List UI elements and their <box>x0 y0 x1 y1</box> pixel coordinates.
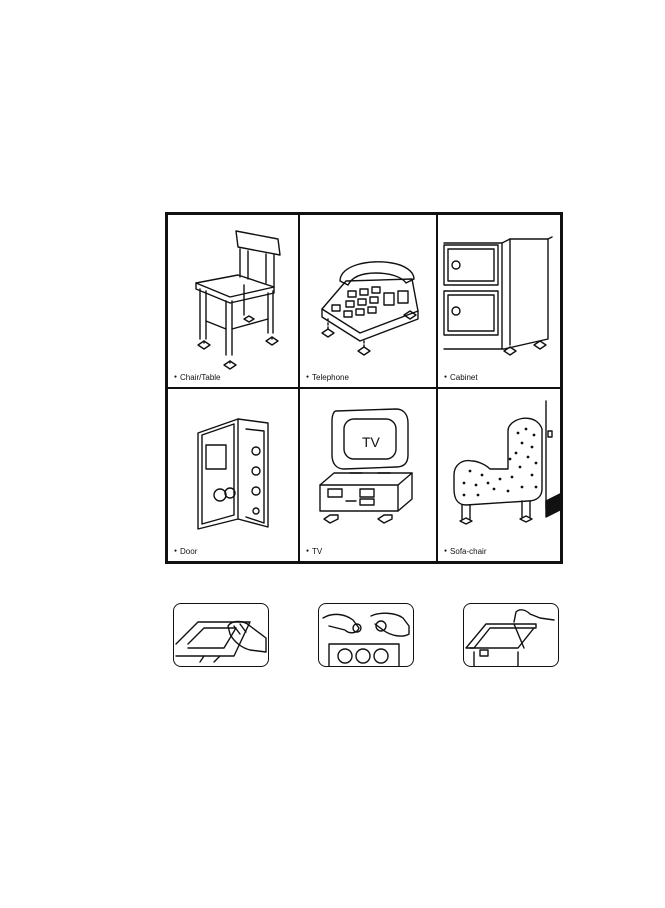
peel-pads-icon <box>322 612 410 666</box>
step-attach-pad <box>463 603 559 667</box>
label-cabinet: Cabinet <box>444 372 478 383</box>
wipe-surface-icon <box>175 620 267 663</box>
sofa-chair-icon <box>453 400 562 525</box>
usage-grid: Chair/Table <box>165 212 563 564</box>
tv-icon: TV <box>319 408 413 524</box>
step-peel-pads <box>318 603 414 667</box>
telephone-icon <box>321 261 419 356</box>
cell-tv: TV TV <box>299 388 437 562</box>
step-wipe-surface <box>173 603 269 667</box>
label-telephone: Telephone <box>306 372 349 383</box>
label-chair-table: Chair/Table <box>174 372 220 383</box>
cell-door: Door <box>167 388 299 562</box>
cell-chair-table: Chair/Table <box>167 214 299 388</box>
cell-sofa-chair: Sofa-chair <box>437 388 562 562</box>
label-door: Door <box>174 546 197 557</box>
cell-cabinet: Cabinet <box>437 214 561 388</box>
label-tv: TV <box>306 546 322 557</box>
cell-telephone: Telephone <box>299 214 437 388</box>
cabinet-icon <box>443 236 553 356</box>
tv-screen-text: TV <box>362 434 381 450</box>
attach-pad-icon <box>465 609 555 666</box>
label-sofa-chair: Sofa-chair <box>444 546 486 557</box>
chair-icon <box>195 230 281 370</box>
door-icon <box>197 418 269 530</box>
